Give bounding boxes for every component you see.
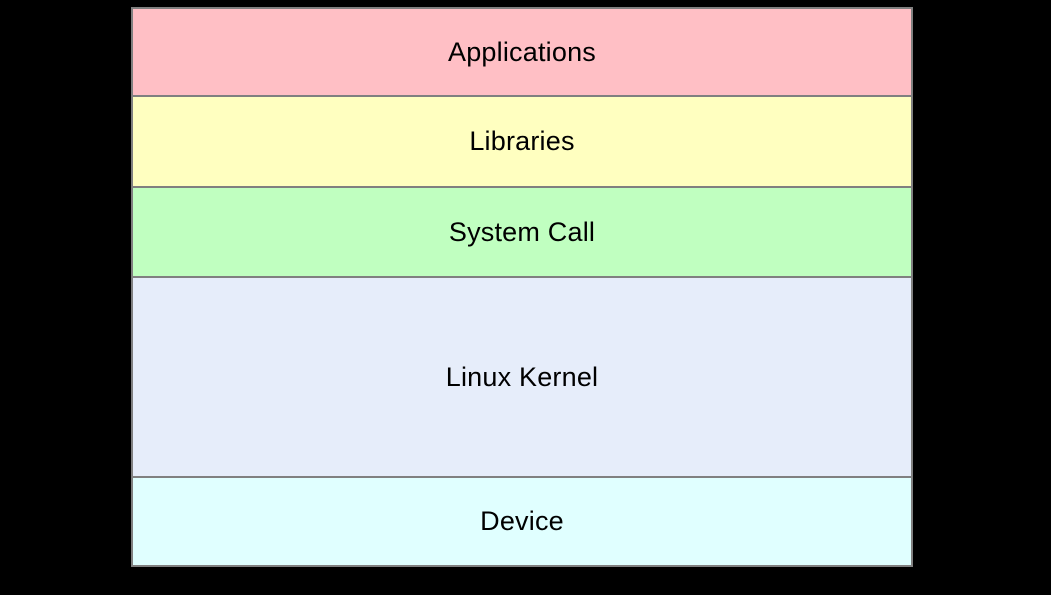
- layer-libraries: Libraries: [133, 97, 911, 188]
- layer-applications: Applications: [133, 9, 911, 97]
- layer-device: Device: [133, 478, 911, 565]
- layer-applications-label: Applications: [448, 36, 596, 67]
- layer-libraries-label: Libraries: [469, 126, 575, 156]
- layer-linux-kernel-label: Linux Kernel: [445, 361, 599, 392]
- layer-device-label: Device: [480, 506, 564, 536]
- layer-stack: Applications Libraries System Call Linux…: [131, 7, 913, 567]
- layer-system-call: System Call: [133, 188, 911, 278]
- layer-linux-kernel: Linux Kernel: [133, 278, 911, 478]
- layer-system-call-label: System Call: [448, 216, 596, 247]
